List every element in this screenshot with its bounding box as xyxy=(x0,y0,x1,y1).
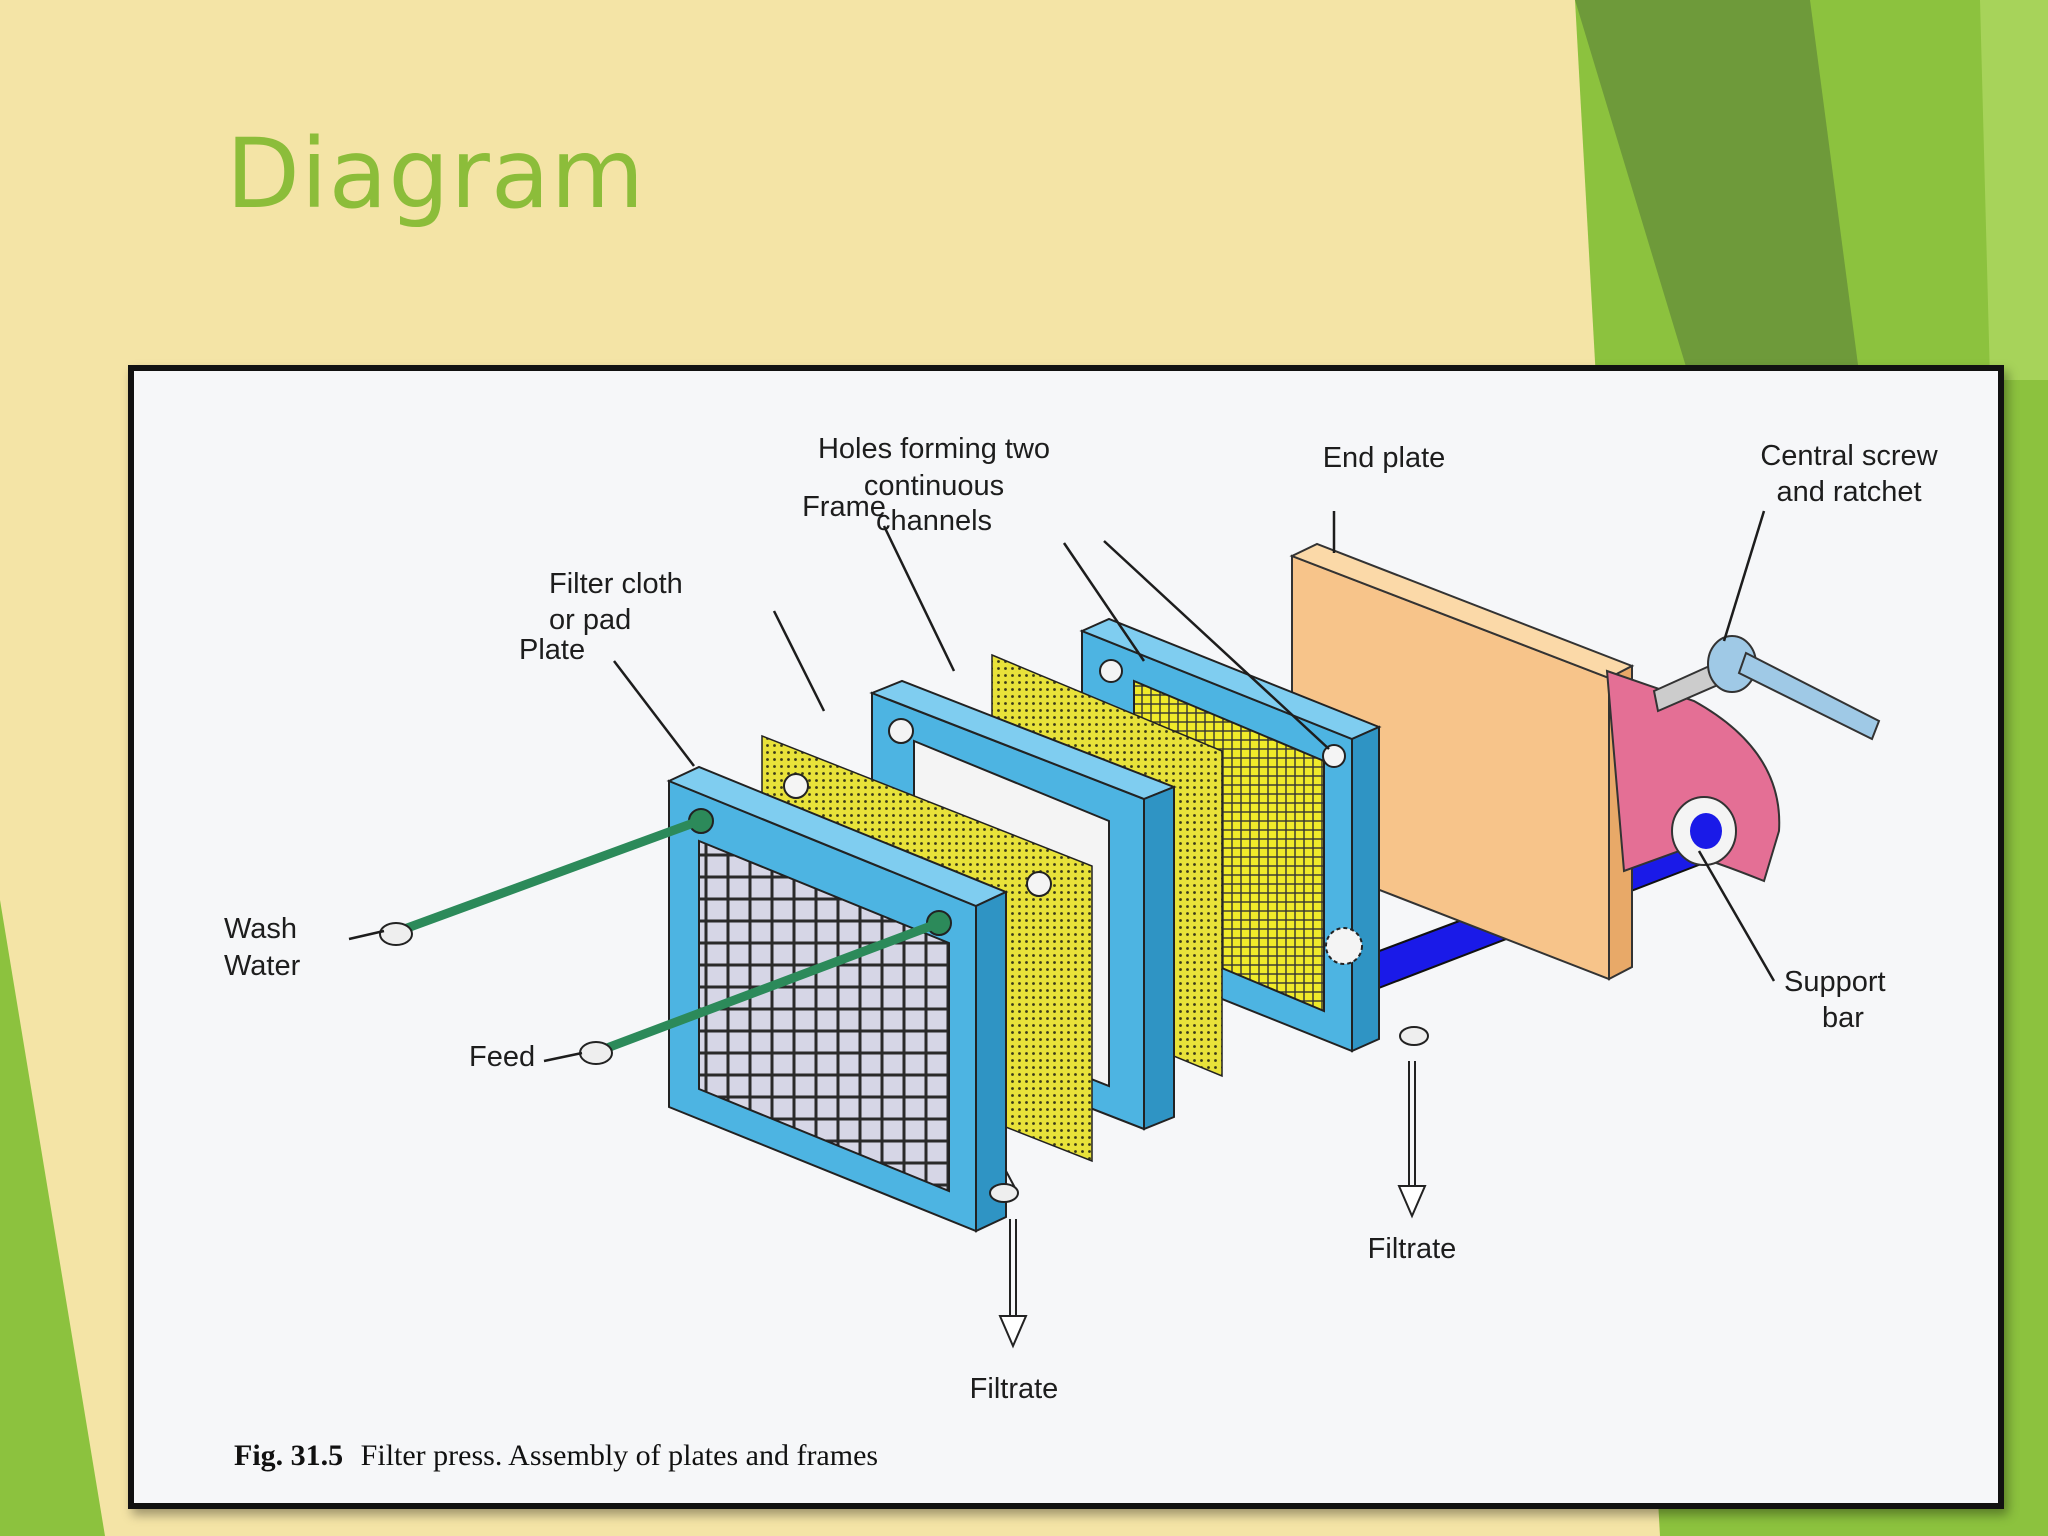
head-assembly xyxy=(1605,669,1781,883)
leader-filter-cloth xyxy=(772,610,826,712)
front-plate xyxy=(666,765,1009,1233)
label-wash-water-line2: Water xyxy=(224,950,301,982)
left-green-accent xyxy=(0,900,105,1536)
leader-holes xyxy=(1062,542,1146,662)
label-filtrate-right: Filtrate xyxy=(1368,1233,1457,1265)
label-end-plate: End plate xyxy=(1323,442,1446,474)
feed-pipe xyxy=(597,918,941,1056)
rear-filtrate-outlet xyxy=(1397,1026,1429,1219)
cloth-hole xyxy=(783,773,809,799)
leader-central-screw xyxy=(1722,510,1766,642)
label-plate: Plate xyxy=(519,634,585,666)
filter-press-diagram: Holes forming two continuous channels En… xyxy=(224,433,1939,1472)
label-holes-line2: continuous xyxy=(864,470,1004,502)
label-wash-water-line1: Wash xyxy=(224,913,297,945)
label-filter-cloth-line1: Filter cloth xyxy=(549,568,683,600)
label-holes-line3: channels xyxy=(876,505,992,537)
label-support-bar-line1: Support xyxy=(1784,966,1886,998)
leader-support-bar xyxy=(1697,850,1776,982)
figure-caption: Fig. 31.5 Filter press. Assembly of plat… xyxy=(234,1439,878,1472)
wash-water-pipe xyxy=(397,816,701,936)
wash-water-valve xyxy=(379,922,413,946)
right-green-accent-stripe xyxy=(1980,0,2048,380)
label-support-bar-line2: bar xyxy=(1822,1002,1864,1034)
leader-wash-water xyxy=(348,929,385,941)
right-green-accent-dark xyxy=(1575,0,1860,380)
cloth-hole xyxy=(1026,871,1052,897)
caption-number: Fig. 31.5 xyxy=(234,1439,343,1472)
label-central-screw-line2: and ratchet xyxy=(1776,476,1921,508)
slide-title: Diagram xyxy=(226,118,646,230)
front-filtrate-outlet xyxy=(989,1170,1028,1349)
leader-feed xyxy=(543,1051,583,1063)
figure-frame: Holes forming two continuous channels En… xyxy=(128,365,2004,1509)
leader-frame xyxy=(882,525,956,672)
label-feed: Feed xyxy=(469,1041,535,1073)
leader-plate xyxy=(613,660,695,767)
feed-valve xyxy=(579,1041,613,1065)
label-filtrate-bottom: Filtrate xyxy=(970,1373,1059,1405)
label-filter-cloth-line2: or pad xyxy=(549,604,631,636)
caption-text: Filter press. Assembly of plates and fra… xyxy=(361,1439,878,1472)
central-screw xyxy=(1652,635,1881,741)
label-holes-line1: Holes forming two xyxy=(818,433,1050,465)
label-central-screw-line1: Central screw xyxy=(1760,440,1938,472)
label-frame: Frame xyxy=(802,491,886,523)
leader-holes-2 xyxy=(1103,540,1330,750)
